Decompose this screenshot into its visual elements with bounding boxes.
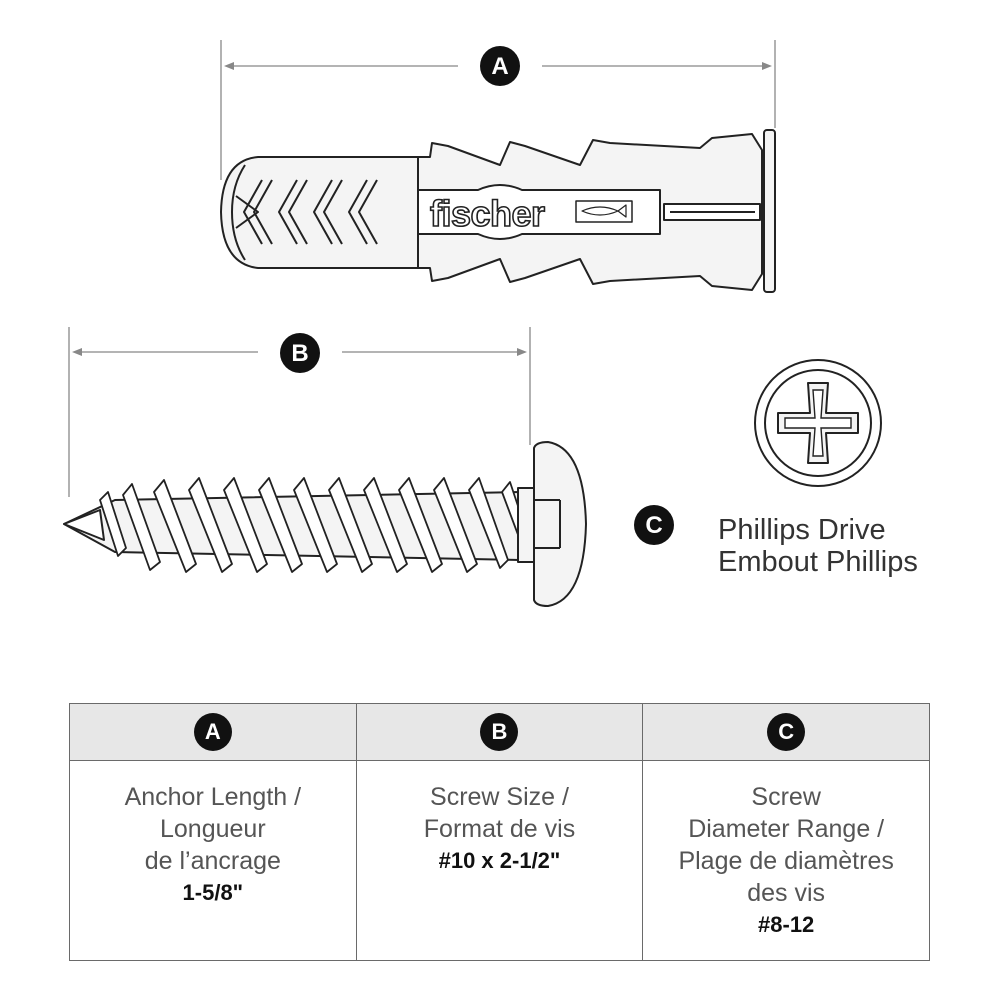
cell-a-line: Longueur (160, 815, 266, 843)
drive-label-fr: Embout Phillips (718, 546, 918, 578)
screw (63, 441, 587, 607)
cell-b-line: Format de vis (423, 815, 576, 843)
callout-a-badge: A (480, 46, 520, 86)
header-c-badge: C (767, 713, 806, 751)
cell-a-line: de l’ancrage (144, 847, 281, 875)
header-b-badge: B (480, 713, 519, 751)
table-row: Anchor Length / Longueur de l’ancrage 1-… (69, 760, 930, 961)
header-a: A (69, 703, 357, 761)
specification-table: A B C Anchor Length / Longueur de l’ancr… (69, 703, 930, 961)
cell-b-line: Screw Size / (430, 783, 569, 811)
phillips-drive-icon (754, 359, 882, 487)
wall-anchor (220, 129, 776, 293)
screw-size-value: #10 x 2-1/2" (438, 848, 561, 873)
dimension-a (220, 40, 776, 180)
cell-screw-size: Screw Size / Format de vis #10 x 2-1/2" (355, 760, 644, 961)
product-diagram: A fischer (63, 40, 882, 607)
cell-a-line: Anchor Length / (124, 783, 302, 811)
table-header-row: A B C (69, 703, 930, 761)
phillips-drive-label: Phillips Drive Embout Phillips (718, 514, 918, 578)
svg-text:C: C (645, 512, 662, 539)
svg-text:A: A (491, 53, 508, 80)
cell-c-line: Diameter Range / (688, 815, 885, 843)
cell-diameter-range: Screw Diameter Range / Plage de diamètre… (642, 760, 930, 961)
drive-label-en: Phillips Drive (718, 514, 886, 546)
header-c: C (642, 703, 930, 761)
header-a-badge: A (193, 713, 232, 751)
anchor-brand-text: fischer (430, 193, 545, 234)
diameter-range-value: #8-12 (758, 912, 815, 937)
cell-c-line: des vis (747, 879, 826, 907)
callout-b-badge: B (280, 333, 320, 373)
anchor-length-value: 1-5/8" (182, 880, 244, 905)
header-b: B (355, 703, 644, 761)
cell-c-line: Plage de diamètres (678, 847, 894, 875)
callout-c-badge: C (634, 505, 674, 545)
svg-text:B: B (291, 340, 308, 367)
cell-anchor-length: Anchor Length / Longueur de l’ancrage 1-… (69, 760, 357, 961)
dimension-b (68, 327, 531, 497)
cell-c-line: Screw (751, 783, 821, 811)
